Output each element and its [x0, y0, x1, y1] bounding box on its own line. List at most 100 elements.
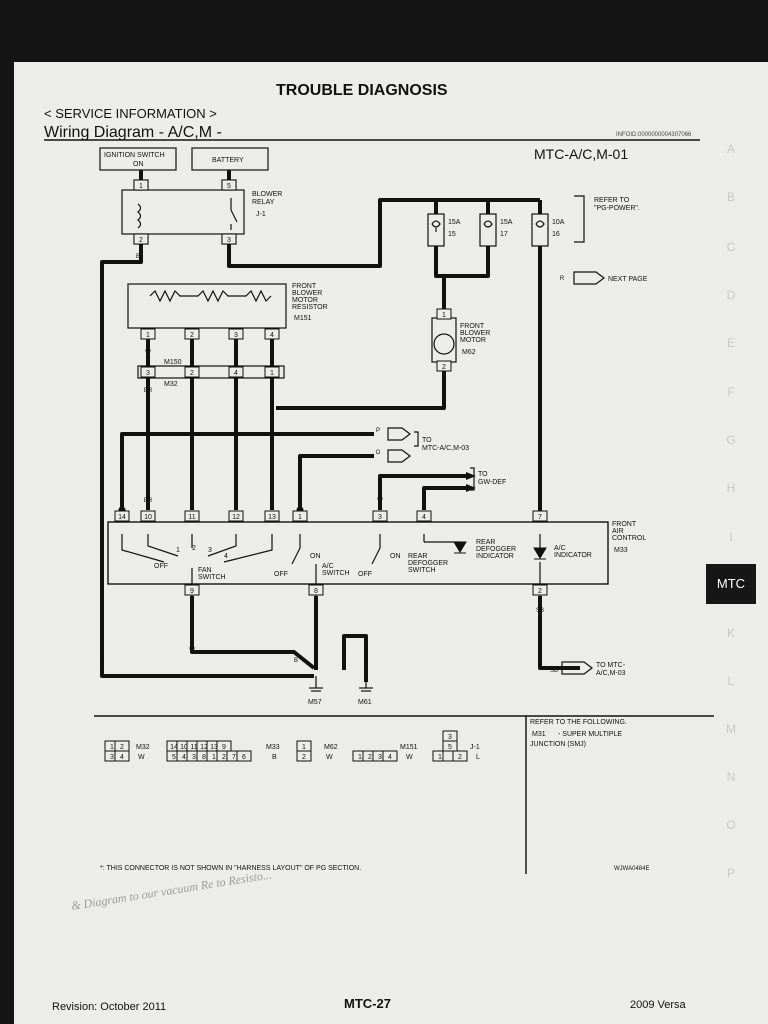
tab-k[interactable]: K [726, 626, 735, 640]
tab-f[interactable]: F [727, 385, 735, 399]
front-ac-label-3: CONTROL [612, 535, 646, 542]
ac-pin [228, 510, 244, 522]
tab-d[interactable]: D [726, 288, 736, 302]
wire-y: Y [486, 254, 490, 260]
refer-following: REFER TO THE FOLLOWING. [530, 719, 627, 726]
relay-pin [221, 233, 237, 245]
tab-i[interactable]: I [729, 530, 733, 544]
ac-pin-label: 7 [538, 514, 542, 521]
legend-m33-cell-label: 13 [210, 744, 218, 751]
legend-m32-cell-label: 1 [110, 744, 114, 751]
to-mtc03b-label-2: A/C,M-03 [596, 670, 626, 677]
ac-pin-label: 8 [314, 588, 318, 595]
ac-pin-label: 14 [118, 514, 126, 521]
legend-m33-cell-label: 5 [172, 754, 176, 761]
smj-label-2: JUNCTION (SMJ) [530, 741, 586, 748]
fan-position: 2 [192, 545, 196, 552]
legend-m33-cell-label: 6 [242, 754, 246, 761]
motor-pin [436, 360, 452, 372]
tab-n[interactable]: N [726, 770, 736, 784]
ac-indicator-label-1: A/C [554, 545, 566, 552]
wire-br: BR [144, 388, 153, 394]
legend-m32-cell-label: 4 [120, 754, 124, 761]
resistor-pin [228, 328, 244, 340]
fuse3-number: 16 [552, 231, 560, 238]
tab-l[interactable]: L [727, 674, 735, 688]
tab-h[interactable]: H [726, 481, 736, 495]
fuse1-number: 15 [448, 231, 456, 238]
blower-relay-label: BLOWER [252, 191, 282, 198]
legend-m62-cell-label: 1 [302, 744, 306, 751]
legend-m32: M32 [136, 744, 150, 751]
tab-e[interactable]: E [726, 336, 735, 350]
legend-m33-cell-label: 7 [232, 754, 236, 761]
section-label: < SERVICE INFORMATION > [44, 106, 217, 121]
tab-g[interactable]: G [726, 433, 736, 447]
tab-p[interactable]: P [726, 866, 735, 880]
legend-m151-cell-label: 2 [368, 754, 372, 761]
relay-pin [133, 179, 149, 191]
ac-off-label: OFF [274, 571, 288, 578]
wire-l: L [270, 388, 274, 394]
legend-m33-cell [236, 750, 252, 762]
wire-r: R [538, 498, 543, 504]
fan-position: 3 [208, 547, 212, 554]
tab-b[interactable]: B [726, 190, 735, 204]
tab-m[interactable]: M [726, 722, 736, 736]
to-gwdef-label: TO [478, 471, 488, 478]
ground-m61: M61 [358, 699, 372, 706]
resistor-pin [264, 328, 280, 340]
ignition-switch-label: IGNITION SWITCH [104, 152, 165, 159]
resistor-label-4: RESISTOR [292, 304, 328, 311]
ac-switch-label-2: SWITCH [322, 570, 350, 577]
footnote: *: THIS CONNECTOR IS NOT SHOWN IN "HARNE… [100, 865, 361, 872]
m150-pin [140, 366, 156, 378]
relay-pin-label: 2 [139, 237, 143, 244]
legend-m33-color: B [272, 754, 277, 761]
front-ac-connector: M33 [614, 547, 628, 554]
wire-b: B [190, 606, 194, 612]
m150-connector: M150 [164, 359, 182, 366]
relay-pin [221, 179, 237, 191]
fuse3-amp: 10A [552, 219, 565, 226]
rear-indicator-label-3: INDICATOR [476, 553, 514, 560]
wire-r: R [190, 388, 195, 394]
wire-r: R [538, 294, 543, 300]
wire-b: B [294, 658, 298, 664]
tab-a[interactable]: A [726, 142, 735, 156]
tab-o[interactable]: O [726, 818, 736, 832]
ac-pin-label: 4 [422, 514, 426, 521]
legend-m151: M151 [400, 744, 418, 751]
footer-model: 2009 Versa [630, 999, 687, 1011]
tab-c[interactable]: C [726, 240, 736, 254]
ac-pin [184, 584, 200, 596]
ac-indicator-label-2: INDICATOR [554, 552, 592, 559]
ac-pin-label: 9 [190, 588, 194, 595]
ac-pin [140, 510, 156, 522]
front-ac-label-2: AIR [612, 528, 624, 535]
legend-m33: M33 [266, 744, 280, 751]
m150-pin-label: 3 [146, 370, 150, 377]
fuse2-amp: 15A [500, 219, 513, 226]
resistor-pin-label: 1 [146, 332, 150, 339]
legend-m151-cell-label: 3 [378, 754, 382, 761]
legend-j1-cell-label: 5 [448, 744, 452, 751]
wire-b: B [100, 658, 104, 664]
resistor-pin-label: 2 [190, 332, 194, 339]
legend-m33-cell-label: 10 [180, 744, 188, 751]
rear-indicator-label-1: REAR [476, 539, 495, 546]
legend-m151-cell-label: 1 [358, 754, 362, 761]
handwriting: & Diagram to our vacuum Re to Resisto... [70, 867, 272, 913]
wire-r: R [560, 276, 565, 282]
page-title: TROUBLE DIAGNOSIS [276, 82, 448, 99]
relay-pin-label: 5 [227, 183, 231, 190]
to-mtc03b-label: TO MTC- [596, 662, 626, 669]
legend-j1-color: L [476, 754, 480, 761]
footer-revision: Revision: October 2011 [52, 1001, 166, 1013]
rear-indicator-label-2: DEFOGGER [476, 546, 516, 553]
resistor-pin-label: 3 [234, 332, 238, 339]
tab-mtc[interactable]: MTC [706, 564, 756, 604]
resistor-pin [184, 328, 200, 340]
ac-pin-label: 12 [232, 514, 240, 521]
ac-pin [292, 510, 308, 522]
